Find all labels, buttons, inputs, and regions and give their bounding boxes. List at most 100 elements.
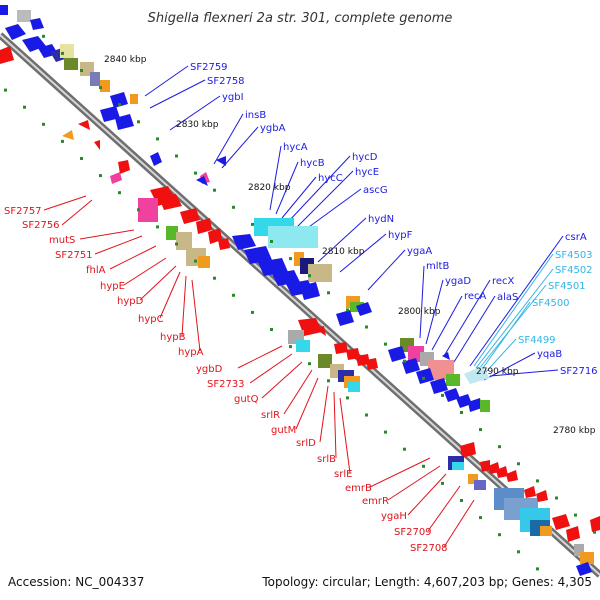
cds-reverse <box>180 208 200 224</box>
connector-line <box>443 499 475 548</box>
tick-mark <box>327 379 330 383</box>
connector-line <box>109 245 157 270</box>
tick-mark <box>498 533 501 537</box>
tick-mark <box>156 137 159 141</box>
connector-line <box>139 265 177 301</box>
gene-label-reverse: hypE <box>100 281 125 292</box>
gene-label-forward: hydN <box>368 214 394 225</box>
connector-line <box>221 126 259 169</box>
tick-mark <box>42 34 45 38</box>
connector-line <box>79 229 135 240</box>
gene-label-forward: hypF <box>388 230 413 241</box>
cds-forward <box>300 282 320 300</box>
gene-label-reverse: SF2708 <box>410 543 448 554</box>
tick-mark <box>555 496 558 500</box>
connector-line <box>94 235 143 255</box>
backbone <box>0 32 600 578</box>
cds-other <box>130 94 138 104</box>
cds-forward <box>468 398 482 412</box>
tick-mark <box>213 276 216 280</box>
cds-other <box>90 72 100 86</box>
cds-forward <box>5 24 26 40</box>
cds-forward <box>336 310 354 326</box>
gene-label-forward: SF4501 <box>548 281 586 292</box>
cds-reverse <box>78 120 90 130</box>
tick-mark <box>213 188 216 192</box>
connector-line <box>181 275 187 337</box>
tick-mark <box>156 225 159 229</box>
gene-label-forward: ygbI <box>222 92 244 103</box>
accession-text: Accession: NC_004337 <box>8 575 144 589</box>
gene-label-forward: SF2716 <box>560 366 598 377</box>
cds-other <box>64 58 78 70</box>
kbp-label: 2780 kbp <box>553 426 596 436</box>
cds-other <box>446 374 460 386</box>
cds-forward <box>430 378 448 394</box>
cds-reverse <box>314 326 326 336</box>
cds-forward <box>196 176 208 186</box>
cds-other <box>268 226 318 248</box>
connector-line <box>269 145 282 211</box>
connector-line <box>339 233 387 273</box>
tick-mark <box>23 105 26 109</box>
gene-label-reverse: ygbD <box>196 364 223 375</box>
label-connectors <box>43 65 564 548</box>
cds-other <box>176 232 192 250</box>
cds-other <box>17 10 31 22</box>
gene-label-reverse: gutQ <box>234 394 259 405</box>
connector-line <box>317 217 367 263</box>
connector-line <box>479 301 531 373</box>
tick-mark <box>194 259 197 263</box>
cds-reverse <box>566 526 580 542</box>
cds-reverse <box>158 194 182 210</box>
tick-mark <box>270 240 273 243</box>
kbp-label: 2790 kbp <box>476 367 519 377</box>
connector-line <box>427 485 461 532</box>
connector-line <box>61 199 93 226</box>
gene-label-reverse: SF2709 <box>394 527 432 538</box>
genome-summary-text: Topology: circular; Length: 4,607,203 bp… <box>261 575 592 589</box>
gene-label-forward: mltB <box>426 261 449 272</box>
tick-mark <box>289 345 292 349</box>
gene-label-forward: SF2759 <box>190 62 228 73</box>
tick-mark <box>422 464 425 468</box>
connector-line <box>407 473 447 516</box>
cds-forward <box>244 246 272 264</box>
tick-mark <box>365 325 368 329</box>
gene-label-reverse: hypB <box>160 332 186 343</box>
tick-mark <box>384 430 387 434</box>
cds-other <box>574 544 584 556</box>
connector-line <box>483 338 517 375</box>
tick-mark <box>403 359 406 363</box>
gene-label-forward: SF4499 <box>518 335 556 346</box>
gene-label-reverse: hypC <box>138 314 164 325</box>
gene-label-forward: ascG <box>363 185 388 196</box>
cds-other <box>452 462 464 470</box>
tick-mark <box>80 157 83 160</box>
cds-other <box>580 552 594 564</box>
gene-label-forward: hycC <box>318 173 343 184</box>
forward-gene-labels: SF2759 SF2758 ygbI insB ygbA hycA hycB h… <box>190 62 598 377</box>
gene-label-reverse: gutM <box>271 425 296 436</box>
cds-other <box>540 526 552 536</box>
tick-mark <box>137 208 140 212</box>
gene-label-forward: hycA <box>283 142 308 153</box>
gene-label-reverse: srlB <box>317 454 336 465</box>
cds-reverse <box>536 490 548 502</box>
gene-label-forward: hycD <box>352 152 378 163</box>
cds-forward <box>272 270 300 286</box>
kbp-label: 2840 kbp <box>104 55 147 65</box>
tick-mark <box>498 445 501 449</box>
tick-mark <box>536 567 539 571</box>
tick-mark <box>175 242 178 246</box>
kbp-label: 2830 kbp <box>176 120 219 130</box>
tick-mark <box>270 328 273 331</box>
gene-label-forward: SF4500 <box>532 298 570 309</box>
gene-label-forward: ygaA <box>407 246 432 257</box>
tick-mark <box>403 447 406 451</box>
cds-reverse <box>460 442 476 458</box>
cds-forward <box>0 5 8 15</box>
gene-label-reverse: SF2756 <box>22 220 60 231</box>
connector-line <box>367 249 406 291</box>
gene-label-forward: alaS <box>497 292 518 303</box>
